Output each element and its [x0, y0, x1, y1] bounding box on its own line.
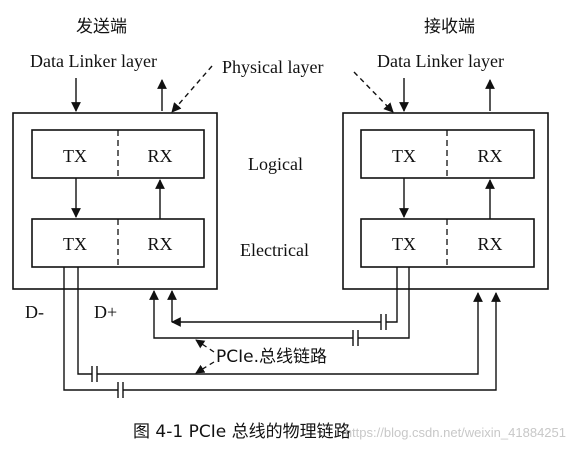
sender-electrical-tx-label: TX [63, 234, 87, 254]
logical-label: Logical [248, 154, 303, 174]
right-data-link-layer-label: Data Linker layer [377, 51, 504, 71]
pcie-link-pointers [195, 339, 215, 374]
receiver-electrical-tx-label: TX [392, 234, 416, 254]
physical-layer-leader-left [171, 65, 213, 113]
d-minus-label: D- [25, 302, 44, 322]
physical-layer-label: Physical layer [222, 57, 323, 77]
receiver-electrical-rx-label: RX [477, 234, 502, 254]
left-data-link-layer-label: Data Linker layer [30, 51, 157, 71]
receiver-device-box [342, 112, 549, 290]
receiver-label: 接收端 [424, 17, 475, 37]
sender-label: 发送端 [76, 17, 127, 37]
watermark-text: https://blog.csdn.net/weixin_41884251 [345, 425, 566, 440]
sender-electrical-rx-label: RX [147, 234, 172, 254]
sender-logical-rx-label: RX [147, 146, 172, 166]
figure-caption: 图 4-1 PCIe 总线的物理链路 [133, 422, 351, 442]
sender-device-box [12, 112, 218, 290]
receiver-logical-tx-label: TX [392, 146, 416, 166]
physical-layer-leader-right [353, 71, 394, 113]
d-plus-label: D+ [94, 302, 117, 322]
pcie-link-label: PCIe.总线链路 [216, 347, 327, 367]
sender-logical-tx-label: TX [63, 146, 87, 166]
electrical-label: Electrical [240, 240, 309, 260]
lane-receiver-to-sender [149, 267, 410, 346]
lane-sender-to-receiver [63, 267, 501, 398]
receiver-logical-rx-label: RX [477, 146, 502, 166]
